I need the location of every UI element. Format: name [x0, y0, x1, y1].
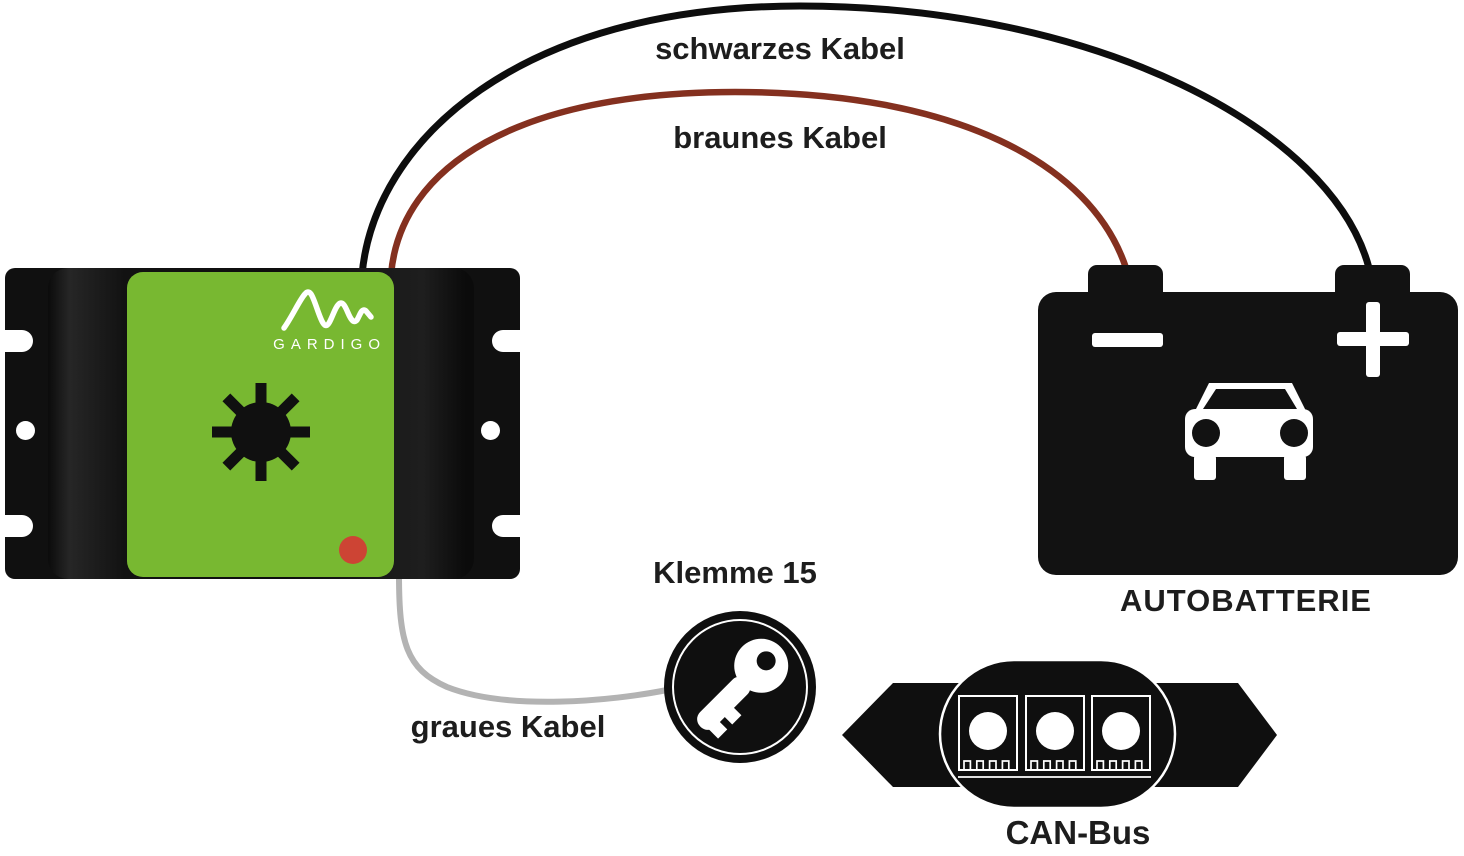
can-bus-contact-combs: [958, 760, 1151, 778]
klemme15-badge: [664, 611, 816, 763]
mounting-hole: [481, 421, 500, 440]
gear-icon: [212, 383, 310, 481]
black-cable: [358, 2, 1373, 276]
black-cable-label: schwarzes Kabel: [655, 31, 905, 66]
can-bus-pins: [969, 712, 1140, 750]
brand-text: GARDIGO: [273, 336, 386, 353]
minus-symbol: [1092, 333, 1163, 347]
can-bus-connector-icon: [842, 658, 1277, 810]
plus-symbol: [1366, 302, 1380, 377]
gray-cable: [396, 574, 668, 705]
gray-cable-label: graues Kabel: [410, 709, 606, 744]
klemme15-label: Klemme 15: [653, 555, 817, 590]
brown-cable: [387, 88, 1130, 276]
mounting-slot: [5, 515, 33, 537]
mounting-slot: [492, 330, 520, 352]
mounting-slot: [492, 515, 520, 537]
device-front-panel: GARDIGO: [127, 272, 394, 577]
mounting-hole: [16, 421, 35, 440]
brown-cable-label: braunes Kabel: [673, 120, 887, 155]
gardigo-wave-logo: [281, 289, 374, 331]
canbus-label: CAN-Bus: [1005, 814, 1151, 851]
mounting-slot: [5, 330, 33, 352]
car-battery: [1038, 265, 1458, 575]
battery-label: AUTOBATTERIE: [1120, 583, 1372, 618]
led-indicator: [339, 536, 367, 564]
car-icon: [1185, 383, 1313, 480]
key-badge-ring: [672, 619, 808, 755]
